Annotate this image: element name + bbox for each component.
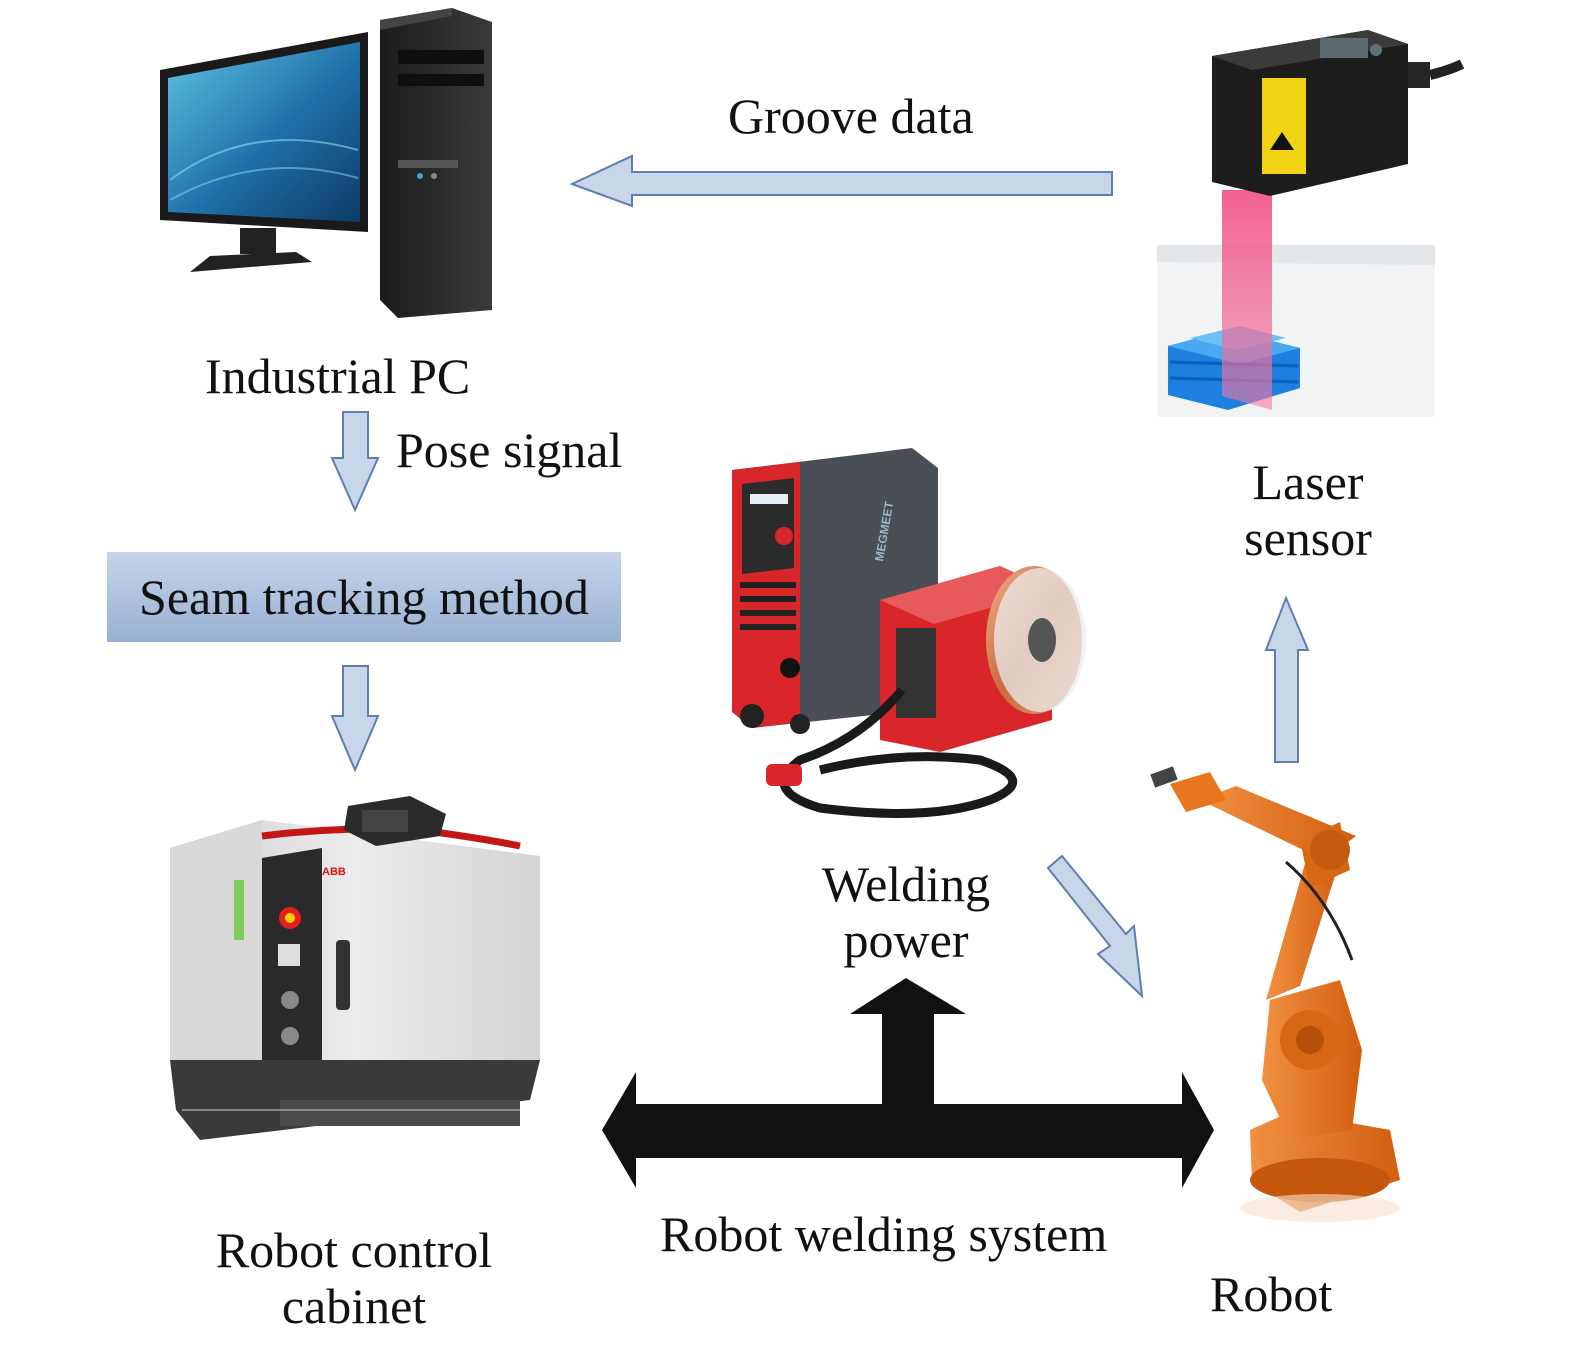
cabinet-brand-logo: ABB [322,866,346,878]
method-to-cabinet-arrow [330,665,380,773]
laser-sensor-label-line1: Laser [1252,454,1364,510]
laser-sensor-label-line2: sensor [1244,510,1372,566]
robot-to-laser-arrow [1264,595,1310,763]
laser-sensor-label: Laser sensor [1238,454,1378,566]
welding-power-label-line2: power [843,912,969,968]
laser-sensor-image [1157,30,1465,417]
robot-control-cabinet-image [170,796,540,1140]
groove-data-arrow [569,154,1113,208]
robot-welding-system-arrows [602,978,1214,1188]
robot-welding-system-label: Robot welding system [660,1206,1108,1262]
welding-power-image [732,448,1086,818]
robot-control-cabinet-label: Robot control cabinet [196,1222,512,1334]
groove-data-label: Groove data [728,88,974,144]
seam-tracking-method-box: Seam tracking method [107,552,621,642]
industrial-pc-label: Industrial PC [205,348,471,404]
robot-label: Robot [1210,1266,1333,1322]
seam-tracking-box-bg [107,552,621,642]
welding-power-label: Welding power [806,856,1006,968]
pose-signal-label: Pose signal [396,422,623,478]
pose-signal-arrow [330,411,380,513]
robot-control-cabinet-label-line1: Robot control [215,1222,493,1278]
robot-image [1150,766,1400,1222]
welding-to-robot-arrow [1046,854,1144,999]
industrial-pc-image [160,8,492,318]
robot-control-cabinet-label-line2: cabinet [281,1278,427,1334]
seam-tracking-method-label: Seam tracking method [139,569,589,625]
welding-power-label-line1: Welding [821,856,991,912]
